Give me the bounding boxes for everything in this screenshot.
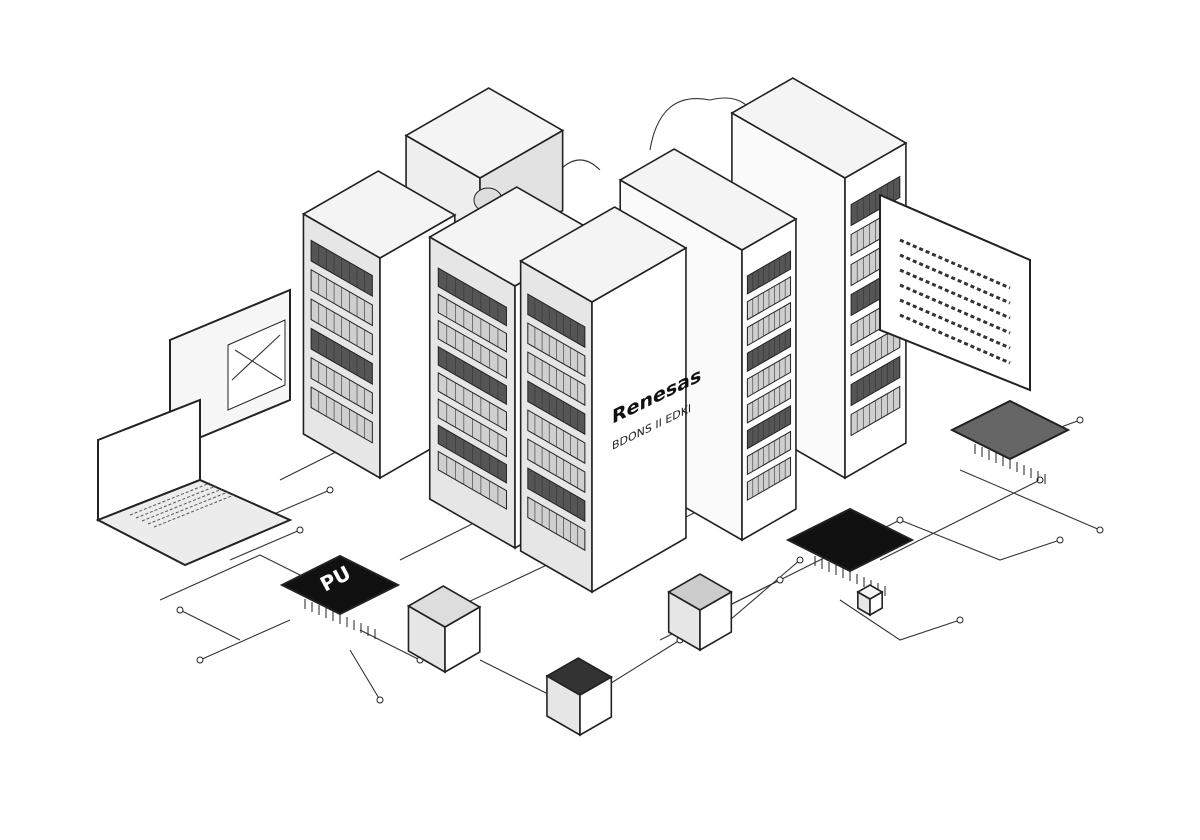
processor-chip-pu <box>279 554 401 639</box>
foreground-components <box>95 288 1071 737</box>
trace-node <box>776 576 784 584</box>
memory-module <box>667 573 733 652</box>
trace-node <box>896 516 904 524</box>
trace-node <box>176 606 184 614</box>
trace-node <box>1076 416 1084 424</box>
trace-node <box>296 526 304 534</box>
monitor-right <box>879 193 1031 392</box>
memory-module <box>545 657 613 737</box>
circuit-trace <box>179 609 241 641</box>
circuit-traces <box>159 97 1104 704</box>
circuit-trace <box>359 629 421 661</box>
trace-node <box>376 696 384 704</box>
circuit-trace <box>199 619 291 661</box>
circuit-trace <box>729 559 801 621</box>
circuit-trace <box>279 449 341 481</box>
trace-node <box>1056 536 1064 544</box>
trace-node <box>1096 526 1104 534</box>
circuit-trace <box>839 599 961 641</box>
small-cube <box>856 584 884 617</box>
circuit-trace <box>959 469 1101 531</box>
circuit-trace <box>599 639 681 691</box>
server-rack-renesas <box>519 206 688 594</box>
laptop <box>95 398 293 567</box>
trace-node <box>326 486 334 494</box>
trace-node <box>196 656 204 664</box>
server-racks <box>301 77 1031 594</box>
circuit-trace <box>879 479 1041 561</box>
circuit-trace <box>229 529 301 561</box>
processor-chip-right <box>785 507 915 596</box>
circuit-trace <box>349 649 381 701</box>
trace-node <box>796 556 804 564</box>
memory-module <box>406 585 482 674</box>
processor-chip-far-right <box>949 399 1071 484</box>
trace-node <box>956 616 964 624</box>
circuit-trace <box>899 519 1061 561</box>
